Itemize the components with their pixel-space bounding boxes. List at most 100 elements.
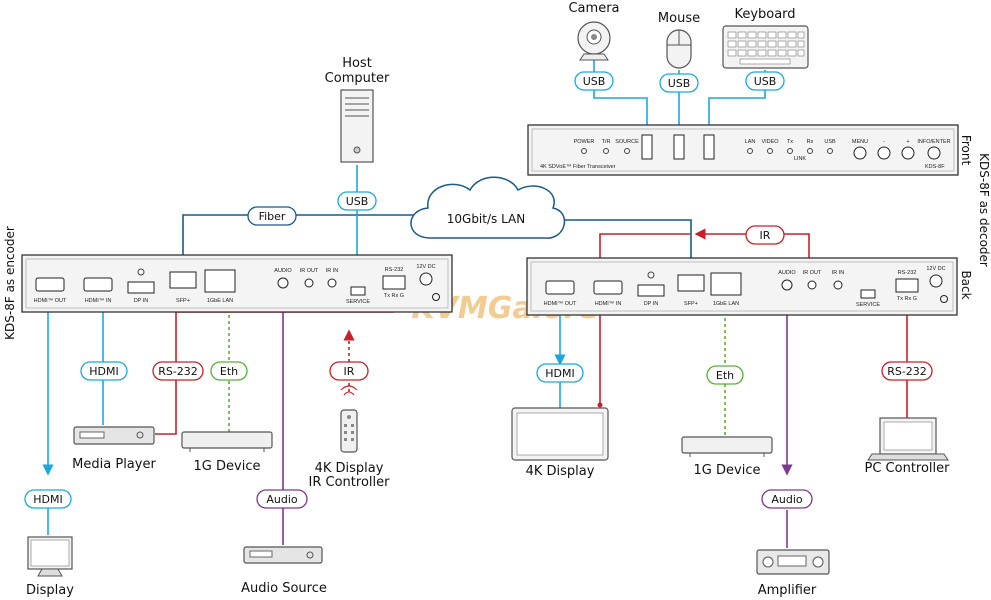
- usb-pill-camera: USB: [574, 71, 614, 91]
- tr-led: [603, 148, 609, 154]
- dc-jack: [419, 272, 433, 286]
- back-side-label: Back: [959, 270, 973, 299]
- svg-text:USB: USB: [583, 75, 606, 88]
- front-usb-port-3: [703, 134, 715, 160]
- camera-label: Camera: [568, 1, 619, 16]
- laptop-icon: [867, 417, 949, 461]
- hdmi-pill-display: HDMI: [24, 489, 72, 509]
- ir-in-label-dec: IR IN: [832, 270, 845, 276]
- hdmi-in-label-dec: HDMI™ IN: [595, 301, 622, 307]
- ir-out-jack: [304, 278, 314, 288]
- video-led: [767, 148, 773, 154]
- audio-jack: [277, 277, 289, 289]
- front-usb-port-2: [673, 134, 685, 160]
- camera-icon: [577, 21, 611, 61]
- svg-text:Audio: Audio: [266, 493, 298, 506]
- mouse-label: Mouse: [658, 11, 700, 26]
- svg-text:RS-232: RS-232: [887, 365, 927, 378]
- keyboard-label: Keyboard: [734, 7, 795, 22]
- device-1g-right-icon: [681, 436, 773, 457]
- ground-screw-dec: [940, 295, 948, 303]
- svg-text:IR: IR: [344, 365, 355, 378]
- fp-power-label: POWER: [574, 139, 595, 145]
- audio-pill-left: Audio: [256, 489, 308, 509]
- svg-text:USB: USB: [668, 77, 691, 90]
- host-label-1: Host: [342, 56, 372, 71]
- rx-led: [807, 148, 813, 154]
- svg-text:Eth: Eth: [716, 369, 734, 382]
- svg-text:USB: USB: [754, 75, 777, 88]
- hdmi-out-label: HDMI™ OUT: [34, 298, 67, 304]
- dp-in-port: [127, 281, 155, 294]
- dp-in-port-dec: [637, 284, 665, 297]
- ground-screw: [432, 293, 440, 301]
- lan-port: [204, 269, 236, 293]
- minus-button: [877, 146, 891, 160]
- display-4k-label: 4K Display: [526, 464, 595, 479]
- svg-text:IR: IR: [760, 229, 771, 242]
- keyboard-icon: [722, 25, 809, 69]
- fp-info-label: INFO/ENTER: [917, 139, 950, 145]
- usb-pill-host: USB: [337, 191, 377, 211]
- tx-led: [787, 148, 793, 154]
- display-4k-icon: [511, 407, 609, 461]
- lan-port-dec: [710, 272, 742, 296]
- device-1g-left-icon: [181, 431, 273, 452]
- host-computer-icon: [340, 89, 374, 163]
- ir-in-jack-dec: [833, 280, 843, 290]
- encoder-side-label: KDS-8F as encoder: [3, 226, 17, 340]
- ir-remote-icon: [340, 385, 358, 453]
- service-switch-dec: [860, 289, 876, 299]
- rear-panel-encoder: HDMI™ OUT HDMI™ IN DP IN SFP+ 1GbE LAN A…: [21, 254, 453, 313]
- rs232-label-rear-dec: RS-232: [898, 270, 917, 276]
- usb-pill-keyboard: USB: [745, 71, 785, 91]
- eth-pill-left: Eth: [210, 361, 248, 381]
- rs232-terminal-dec: [895, 278, 919, 293]
- dp-in-label-dec: DP IN: [644, 301, 659, 307]
- rs232-label-rear: RS-232: [385, 267, 404, 273]
- eth-pill-right: Eth: [706, 365, 744, 385]
- service-label: SERVICE: [346, 299, 370, 305]
- front-usb-port-1: [641, 134, 653, 160]
- lan-led: [747, 148, 753, 154]
- audio-pill-right: Audio: [761, 489, 813, 509]
- svg-text:Eth: Eth: [220, 365, 238, 378]
- device-1g-right-label: 1G Device: [694, 463, 761, 478]
- svg-text:Fiber: Fiber: [259, 210, 286, 223]
- fp-menu-label: MENU: [852, 139, 868, 145]
- ir-out-label-dec: IR OUT: [803, 270, 822, 276]
- service-switch: [350, 286, 366, 296]
- lan-label: 10Gbit/s LAN: [447, 212, 525, 226]
- rear-panel-decoder: HDMI™ OUT HDMI™ IN DP IN SFP+ 1GbE LAN A…: [526, 257, 958, 316]
- device-1g-left-label: 1G Device: [194, 459, 261, 474]
- media-player-icon: [73, 426, 155, 445]
- hdmi-pill-media: HDMI: [80, 361, 128, 381]
- ir-pill-left: IR: [329, 361, 369, 381]
- hdmi-pill-4k: HDMI: [536, 363, 584, 383]
- media-player-label: Media Player: [72, 457, 156, 472]
- dc-label: 12V DC: [416, 264, 435, 270]
- ir-out-label: IR OUT: [300, 268, 319, 274]
- ir-pill-right: IR: [745, 225, 785, 245]
- sfp-label-dec: SFP+: [684, 301, 698, 307]
- svg-text:HDMI: HDMI: [33, 493, 62, 506]
- fp-source-label: SOURCE: [615, 139, 639, 145]
- fp-minus-label: -: [883, 139, 885, 145]
- rs232-pill-right: RS-232: [881, 361, 933, 381]
- rs232-terminal: [382, 275, 406, 290]
- hdmi-out-port: [35, 277, 65, 292]
- lan-label-rear: 1GbE LAN: [207, 298, 233, 304]
- dp-in-label: DP IN: [134, 298, 149, 304]
- display-label: Display: [26, 583, 74, 598]
- dc-jack-dec: [929, 274, 943, 288]
- front-side-label: Front: [959, 135, 973, 166]
- display-left-icon: [27, 536, 73, 577]
- plus-button: [901, 146, 915, 160]
- ir-emitter-dot: [597, 402, 603, 408]
- dc-label-dec: 12V DC: [926, 266, 945, 272]
- fp-product-label: 4K SDVoE™ Fiber Transceiver: [540, 164, 616, 170]
- dp-indicator-dec: [647, 271, 655, 279]
- sfp-port: [169, 271, 197, 289]
- svg-text:Audio: Audio: [771, 493, 803, 506]
- ir-in-label: IR IN: [326, 268, 339, 274]
